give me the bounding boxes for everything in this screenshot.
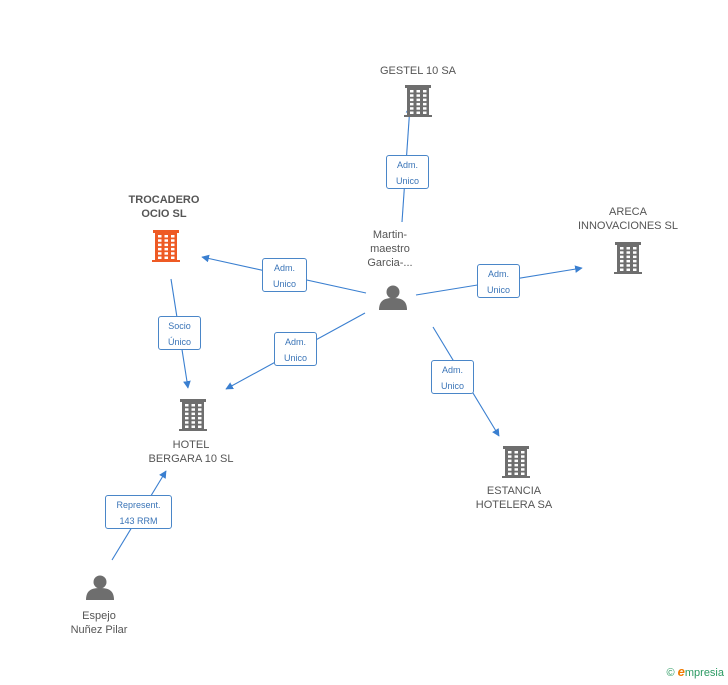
node-label-estancia[interactable]: ESTANCIA HOTELERA SA (475, 485, 553, 511)
edge-label-martin-gestel[interactable]: Adm. Unico (386, 155, 429, 189)
person-icon-martin[interactable] (379, 285, 407, 311)
node-label-hotel[interactable]: HOTEL BERGARA 10 SL (148, 439, 234, 465)
edge-label-martin-areca[interactable]: Adm. Unico (477, 264, 520, 298)
brand-name: mpresia (684, 667, 724, 679)
copyright-symbol: © (666, 667, 675, 679)
node-label-gestel[interactable]: GESTEL 10 SA (379, 65, 457, 77)
building-icon-trocadero[interactable] (152, 230, 180, 262)
edge-label-martin-trocadero[interactable]: Adm. Unico (262, 258, 307, 292)
edge-label-trocadero-hotel[interactable]: Socio Único (158, 316, 201, 350)
person-icon-espejo[interactable] (86, 575, 114, 601)
node-label-martin[interactable]: Martin- maestro Garcia-... (367, 229, 413, 269)
building-icon-gestel[interactable] (404, 85, 432, 117)
edge-label-espejo-hotel[interactable]: Represent. 143 RRM (105, 495, 172, 529)
node-label-espejo[interactable]: Espejo Nuñez Pilar (70, 610, 128, 636)
building-icon-areca[interactable] (614, 242, 642, 274)
node-label-trocadero[interactable]: TROCADERO OCIO SL (128, 194, 200, 220)
node-label-areca[interactable]: ARECA INNOVACIONES SL (577, 206, 679, 232)
brand-footer: © empresia (666, 664, 724, 679)
brand-logo-icon: e (677, 664, 685, 679)
building-icon-hotel[interactable] (179, 399, 207, 431)
building-icon-estancia[interactable] (502, 446, 530, 478)
edge-label-martin-estancia[interactable]: Adm. Unico (431, 360, 474, 394)
edge-label-martin-hotel[interactable]: Adm. Unico (274, 332, 317, 366)
